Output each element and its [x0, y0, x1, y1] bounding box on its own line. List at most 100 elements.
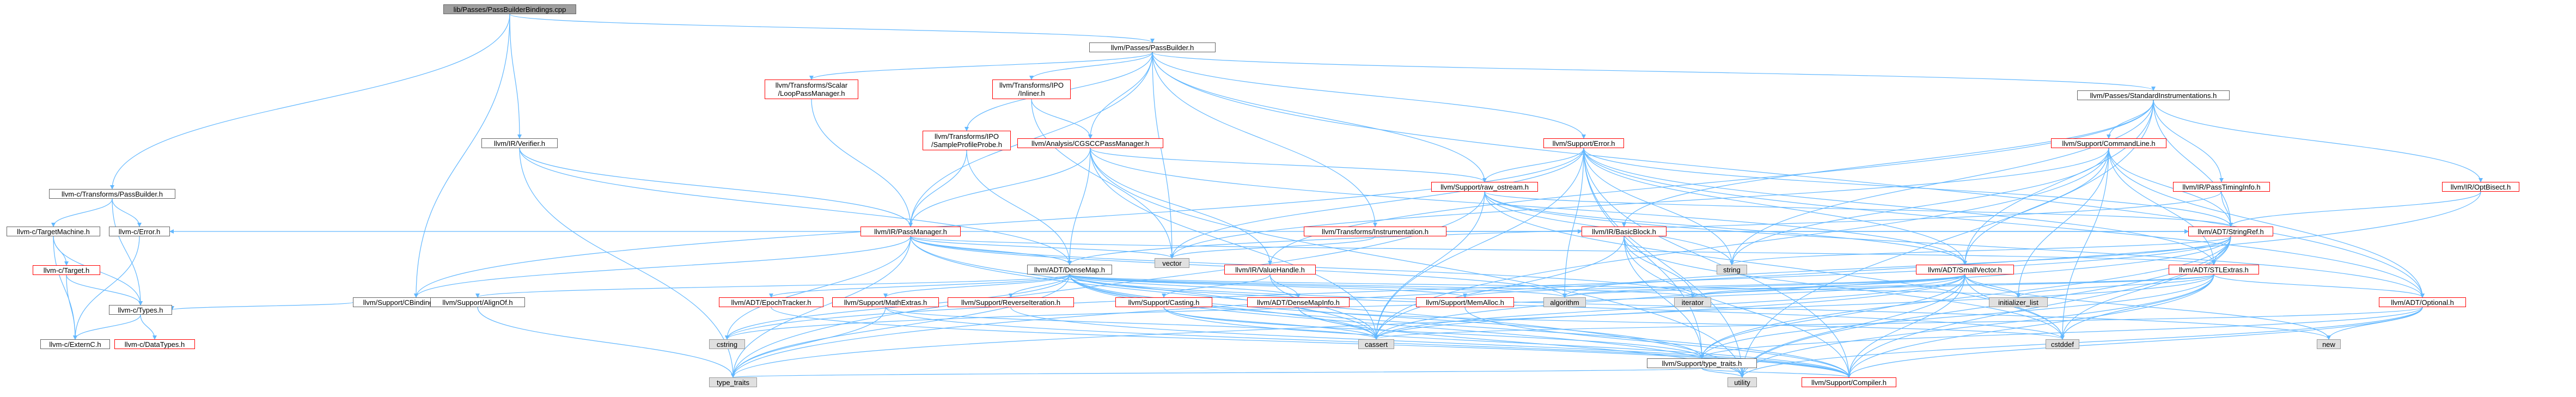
edge-std_instr-to-stringref [2153, 100, 2233, 227]
edge-stlextras-to-algorithm [1562, 274, 2214, 298]
node-densemapinfo[interactable]: llvm/ADT/DenseMapInfo.h [1247, 297, 1350, 307]
node-sample-profile-probe[interactable]: llvm/Transforms/IPO /SampleProfileProbe.… [923, 131, 1011, 150]
edge-commandline-to-stlextras [2108, 148, 2216, 265]
node-smallvector[interactable]: llvm/ADT/SmallVector.h [1916, 265, 2014, 274]
node-densemap[interactable]: llvm/ADT/DenseMap.h [1027, 265, 1112, 274]
node-ipo-inliner[interactable]: llvm/Transforms/IPO /Inliner.h [992, 80, 1071, 99]
edge-c_target-to-c_externc [66, 274, 77, 340]
edge-c_transforms-to-c_targetmachine [51, 198, 113, 227]
node-optional[interactable]: llvm/ADT/Optional.h [2379, 297, 2466, 307]
edge-densemap-to-compiler [1069, 274, 1851, 378]
node-epochtracker[interactable]: llvm/ADT/EpochTracker.h [719, 297, 823, 307]
edge-mathextras-to-type_traits [731, 307, 886, 378]
node-root-passbuilderbindings[interactable]: lib/Passes/PassBuilderBindings.cpp [443, 4, 576, 14]
node-c-datatypes[interactable]: llvm-c/DataTypes.h [114, 339, 195, 349]
edge-densemap-to-memalloc [1069, 274, 1467, 298]
edge-type_traits_h-to-utility [1701, 368, 1744, 378]
edge-std_instr-to-valuehandle [1268, 100, 2154, 265]
node-support-type-traits[interactable]: llvm/Support/type_traits.h [1647, 358, 1757, 368]
node-utility[interactable]: utility [1727, 377, 1757, 387]
edge-passbuilder-to-std_instr [1152, 52, 2156, 91]
node-cstddef[interactable]: cstddef [2046, 339, 2079, 349]
edge-inliner-to-cgscc [1031, 99, 1092, 139]
edge-reverseiteration-to-compiler [1010, 307, 1851, 378]
edge-densemapinfo-to-cstddef [1298, 307, 2065, 340]
node-passbuilder[interactable]: llvm/Passes/PassBuilder.h [1089, 42, 1216, 52]
node-string[interactable]: string [1717, 265, 1747, 274]
node-compiler[interactable]: llvm/Support/Compiler.h [1802, 377, 1896, 387]
node-ir-verifier[interactable]: llvm/IR/Verifier.h [481, 138, 558, 148]
edge-basicblock-to-cstddef [1623, 236, 2065, 340]
edge-std_instr-to-utility [1740, 100, 2154, 378]
node-c-externc[interactable]: llvm-c/ExternC.h [40, 339, 110, 349]
edge-raw_ostream-to-optional [1484, 191, 2425, 298]
node-pass-timing-info[interactable]: llvm/IR/PassTimingInfo.h [2173, 182, 2270, 192]
edge-stlextras-to-cstddef [2060, 274, 2214, 340]
edge-passbuilder-to-optional [1152, 52, 2425, 298]
edge-support_error-to-cassert [1374, 148, 1584, 340]
node-loop-pass-manager[interactable]: llvm/Transforms/Scalar /LoopPassManager.… [765, 80, 858, 99]
edge-optbisect-to-stringref [2229, 191, 2481, 227]
node-valuehandle[interactable]: llvm/IR/ValueHandle.h [1224, 265, 1316, 274]
node-alignof[interactable]: llvm/Support/AlignOf.h [430, 297, 525, 307]
edge-densemap-to-algorithm [1069, 274, 1567, 298]
node-cassert[interactable]: cassert [1358, 339, 1394, 349]
edge-stlextras-to-cassert [1374, 274, 2214, 340]
edge-optional-to-new [2327, 307, 2423, 340]
node-support-error[interactable]: llvm/Support/Error.h [1543, 138, 1624, 148]
node-transforms-instrumentation[interactable]: llvm/Transforms/Instrumentation.h [1304, 227, 1446, 236]
node-stringref[interactable]: llvm/ADT/StringRef.h [2188, 227, 2273, 236]
edge-std_instr-to-commandline [2107, 100, 2154, 139]
node-optbisect[interactable]: llvm/IR/OptBisect.h [2442, 182, 2519, 192]
edge-epochtracker-to-compiler [771, 307, 1851, 378]
node-ir-passmanager[interactable]: llvm/IR/PassManager.h [860, 227, 961, 236]
node-cgscc-pass-manager[interactable]: llvm/Analysis/CGSCCPassManager.h [1017, 138, 1163, 148]
node-initializer-list[interactable]: initializer_list [1989, 297, 2048, 307]
node-standard-instrumentations[interactable]: llvm/Passes/StandardInstrumentations.h [2077, 90, 2230, 100]
node-c-transforms-passbuilder[interactable]: llvm-c/Transforms/PassBuilder.h [49, 189, 175, 199]
edge-smallvector-to-algorithm [1562, 274, 1965, 298]
node-cstring[interactable]: cstring [709, 339, 745, 349]
edge-basicblock-to-iterator [1623, 236, 1695, 298]
edge-std_instr-to-basicblock [1622, 100, 2154, 227]
edge-instrumentation-to-vector [1170, 236, 1376, 259]
edge-ir_passmanager-to-cbinding [414, 236, 911, 298]
node-new[interactable]: new [2317, 339, 2341, 349]
edge-densemap-to-mathextras [883, 274, 1070, 298]
node-commandline[interactable]: llvm/Support/CommandLine.h [2051, 138, 2166, 148]
edge-ir_passmanager-to-densemap [910, 236, 1072, 265]
edge-stringref-to-utility [1740, 236, 2231, 378]
edge-support_error-to-cbinding [414, 148, 1584, 298]
edge-smallvector-to-initializer_list [1964, 274, 2020, 298]
edge-stringref-to-type_traits_h [1700, 236, 2231, 359]
edge-root-to-ir_verifier [509, 14, 522, 139]
node-iterator[interactable]: iterator [1674, 297, 1711, 307]
node-c-target[interactable]: llvm-c/Target.h [33, 265, 100, 275]
edge-loop_pm-to-ir_passmanager [811, 99, 913, 227]
edge-passbuilder-to-loop_pm [809, 52, 1153, 80]
node-raw-ostream[interactable]: llvm/Support/raw_ostream.h [1431, 182, 1538, 192]
node-type-traits[interactable]: type_traits [709, 377, 757, 387]
node-c-types[interactable]: llvm-c/Types.h [109, 305, 172, 315]
node-casting[interactable]: llvm/Support/Casting.h [1115, 297, 1212, 307]
node-c-error[interactable]: llvm-c/Error.h [109, 227, 170, 236]
node-mathextras[interactable]: llvm/Support/MathExtras.h [832, 297, 939, 307]
node-stlextras[interactable]: llvm/ADT/STLExtras.h [2169, 265, 2259, 274]
edge-root-to-c_transforms [110, 14, 510, 190]
node-reverseiteration[interactable]: llvm/Support/ReverseIteration.h [948, 297, 1074, 307]
node-algorithm[interactable]: algorithm [1543, 297, 1586, 307]
node-basicblock[interactable]: llvm/IR/BasicBlock.h [1582, 227, 1667, 236]
node-c-targetmachine[interactable]: llvm-c/TargetMachine.h [7, 227, 100, 236]
edge-ir_passmanager-to-cstring [725, 236, 911, 340]
edge-c_transforms-to-c_error [112, 198, 142, 227]
edge-commandline-to-optional [2108, 148, 2425, 298]
edge-stlextras-to-compiler [1847, 274, 2214, 378]
edge-casting-to-type_traits_h [1163, 307, 1704, 359]
edge-root-to-passbuilder [509, 14, 1155, 43]
edge-stringref-to-string [1730, 236, 2231, 265]
edge-type_traits_h-to-compiler [1701, 368, 1851, 378]
node-vector[interactable]: vector [1155, 258, 1189, 268]
node-memalloc[interactable]: llvm/Support/MemAlloc.h [1416, 297, 1514, 307]
edge-stlextras-to-utility [1740, 274, 2214, 378]
